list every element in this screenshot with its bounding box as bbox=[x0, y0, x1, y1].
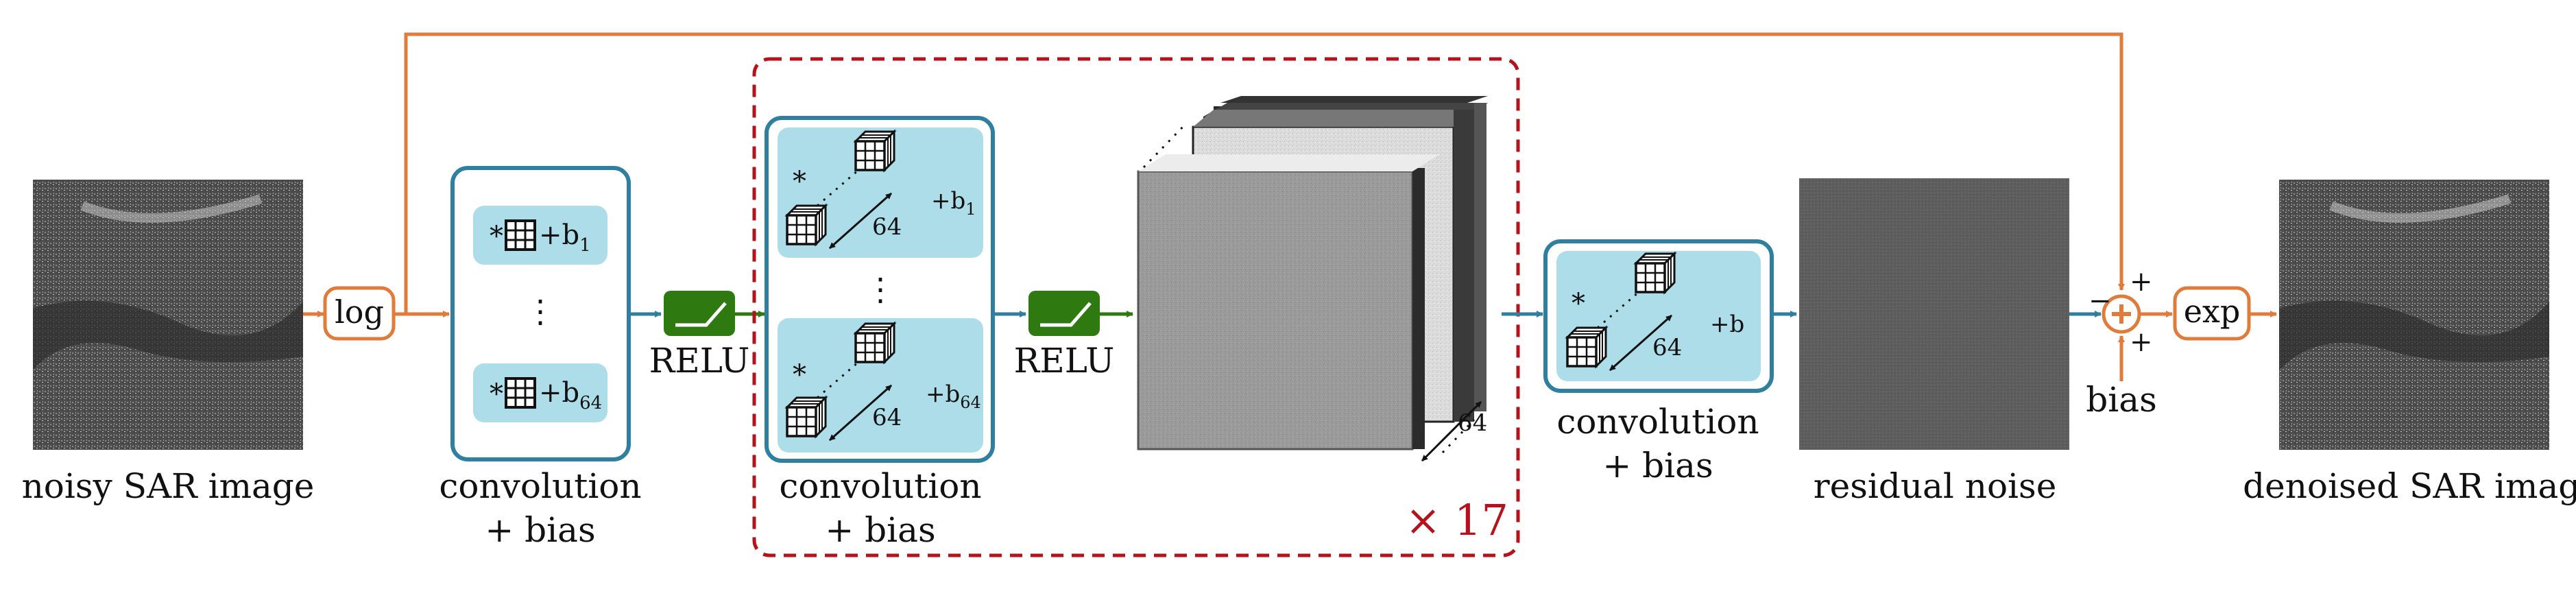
kernel-grid-icon bbox=[505, 377, 536, 409]
conv2-dots: ⋮ bbox=[865, 271, 896, 308]
skip-connection bbox=[404, 32, 2125, 314]
conv2-block: * 64 +b1 ⋮ * 64 +b64 bbox=[765, 116, 995, 463]
bias-label: bias bbox=[2086, 380, 2156, 420]
conv-op: * bbox=[490, 378, 503, 410]
conv2-caption-1: convolution bbox=[779, 466, 981, 506]
kernel-cube-icon bbox=[854, 322, 895, 363]
log-box: log bbox=[323, 286, 396, 341]
conv3-block: * 64 +b bbox=[1543, 239, 1774, 393]
repeat-count: × 17 bbox=[1405, 495, 1508, 545]
kernel-depth-label: 64 bbox=[872, 404, 902, 431]
residual-caption: residual noise bbox=[1814, 466, 2057, 506]
conv3-caption-2: + bias bbox=[1602, 446, 1713, 485]
sum-plus-top: + bbox=[2130, 266, 2153, 298]
conv-op: * bbox=[793, 166, 806, 197]
conv2-caption-2: + bias bbox=[825, 510, 935, 550]
noisy-sar-image bbox=[33, 180, 303, 450]
kernel-cube-icon bbox=[786, 396, 827, 437]
conv-op: * bbox=[490, 221, 503, 252]
exp-label: exp bbox=[2184, 293, 2241, 330]
kernel-cube-icon bbox=[786, 204, 827, 245]
relu-activation-icon bbox=[1028, 291, 1100, 336]
relu2-block: RELU bbox=[1014, 291, 1115, 381]
feature-map-stack: 64 bbox=[1137, 96, 1488, 462]
log-label: log bbox=[335, 293, 384, 330]
conv3-caption-1: convolution bbox=[1556, 402, 1759, 442]
relu1-block: RELU bbox=[649, 291, 750, 381]
kernel-grid-icon bbox=[505, 219, 536, 251]
kernel-cube-icon bbox=[1635, 252, 1676, 293]
relu2-label: RELU bbox=[1014, 341, 1115, 381]
feature-depth-label: 64 bbox=[1458, 409, 1487, 437]
input-caption: noisy SAR image bbox=[22, 466, 315, 506]
repeat-block-border bbox=[752, 57, 1520, 557]
residual-noise-image bbox=[1799, 178, 2069, 450]
conv2-bias-64: +b64 bbox=[926, 381, 981, 412]
conv1-bias-64: +b64 bbox=[539, 377, 602, 413]
conv3-bias: +b bbox=[1710, 311, 1744, 338]
kernel-cube-icon bbox=[854, 130, 895, 171]
relu1-label: RELU bbox=[649, 341, 750, 381]
conv1-block: * +b1 ⋮ * +b64 bbox=[450, 166, 631, 461]
sum-plus-bottom: + bbox=[2130, 326, 2153, 358]
conv1-bias-1: +b1 bbox=[539, 219, 591, 256]
kernel-cube-icon bbox=[1566, 326, 1607, 368]
sum-minus-sign: − bbox=[2089, 285, 2112, 317]
output-caption: denoised SAR image bbox=[2243, 466, 2576, 506]
conv-op: * bbox=[1572, 288, 1585, 320]
relu-activation-icon bbox=[664, 291, 735, 336]
conv1-caption-2: + bias bbox=[485, 510, 595, 550]
exp-box: exp bbox=[2173, 286, 2251, 341]
denoised-sar-image bbox=[2279, 180, 2549, 450]
kernel-depth-label: 64 bbox=[872, 213, 902, 241]
conv2-bias-1: +b1 bbox=[931, 187, 976, 219]
conv1-caption-1: convolution bbox=[439, 466, 641, 506]
conv-op: * bbox=[793, 359, 806, 391]
conv1-dots: ⋮ bbox=[525, 293, 556, 330]
sum-node: − + + bbox=[2089, 266, 2153, 358]
kernel-depth-label: 64 bbox=[1652, 334, 1682, 361]
